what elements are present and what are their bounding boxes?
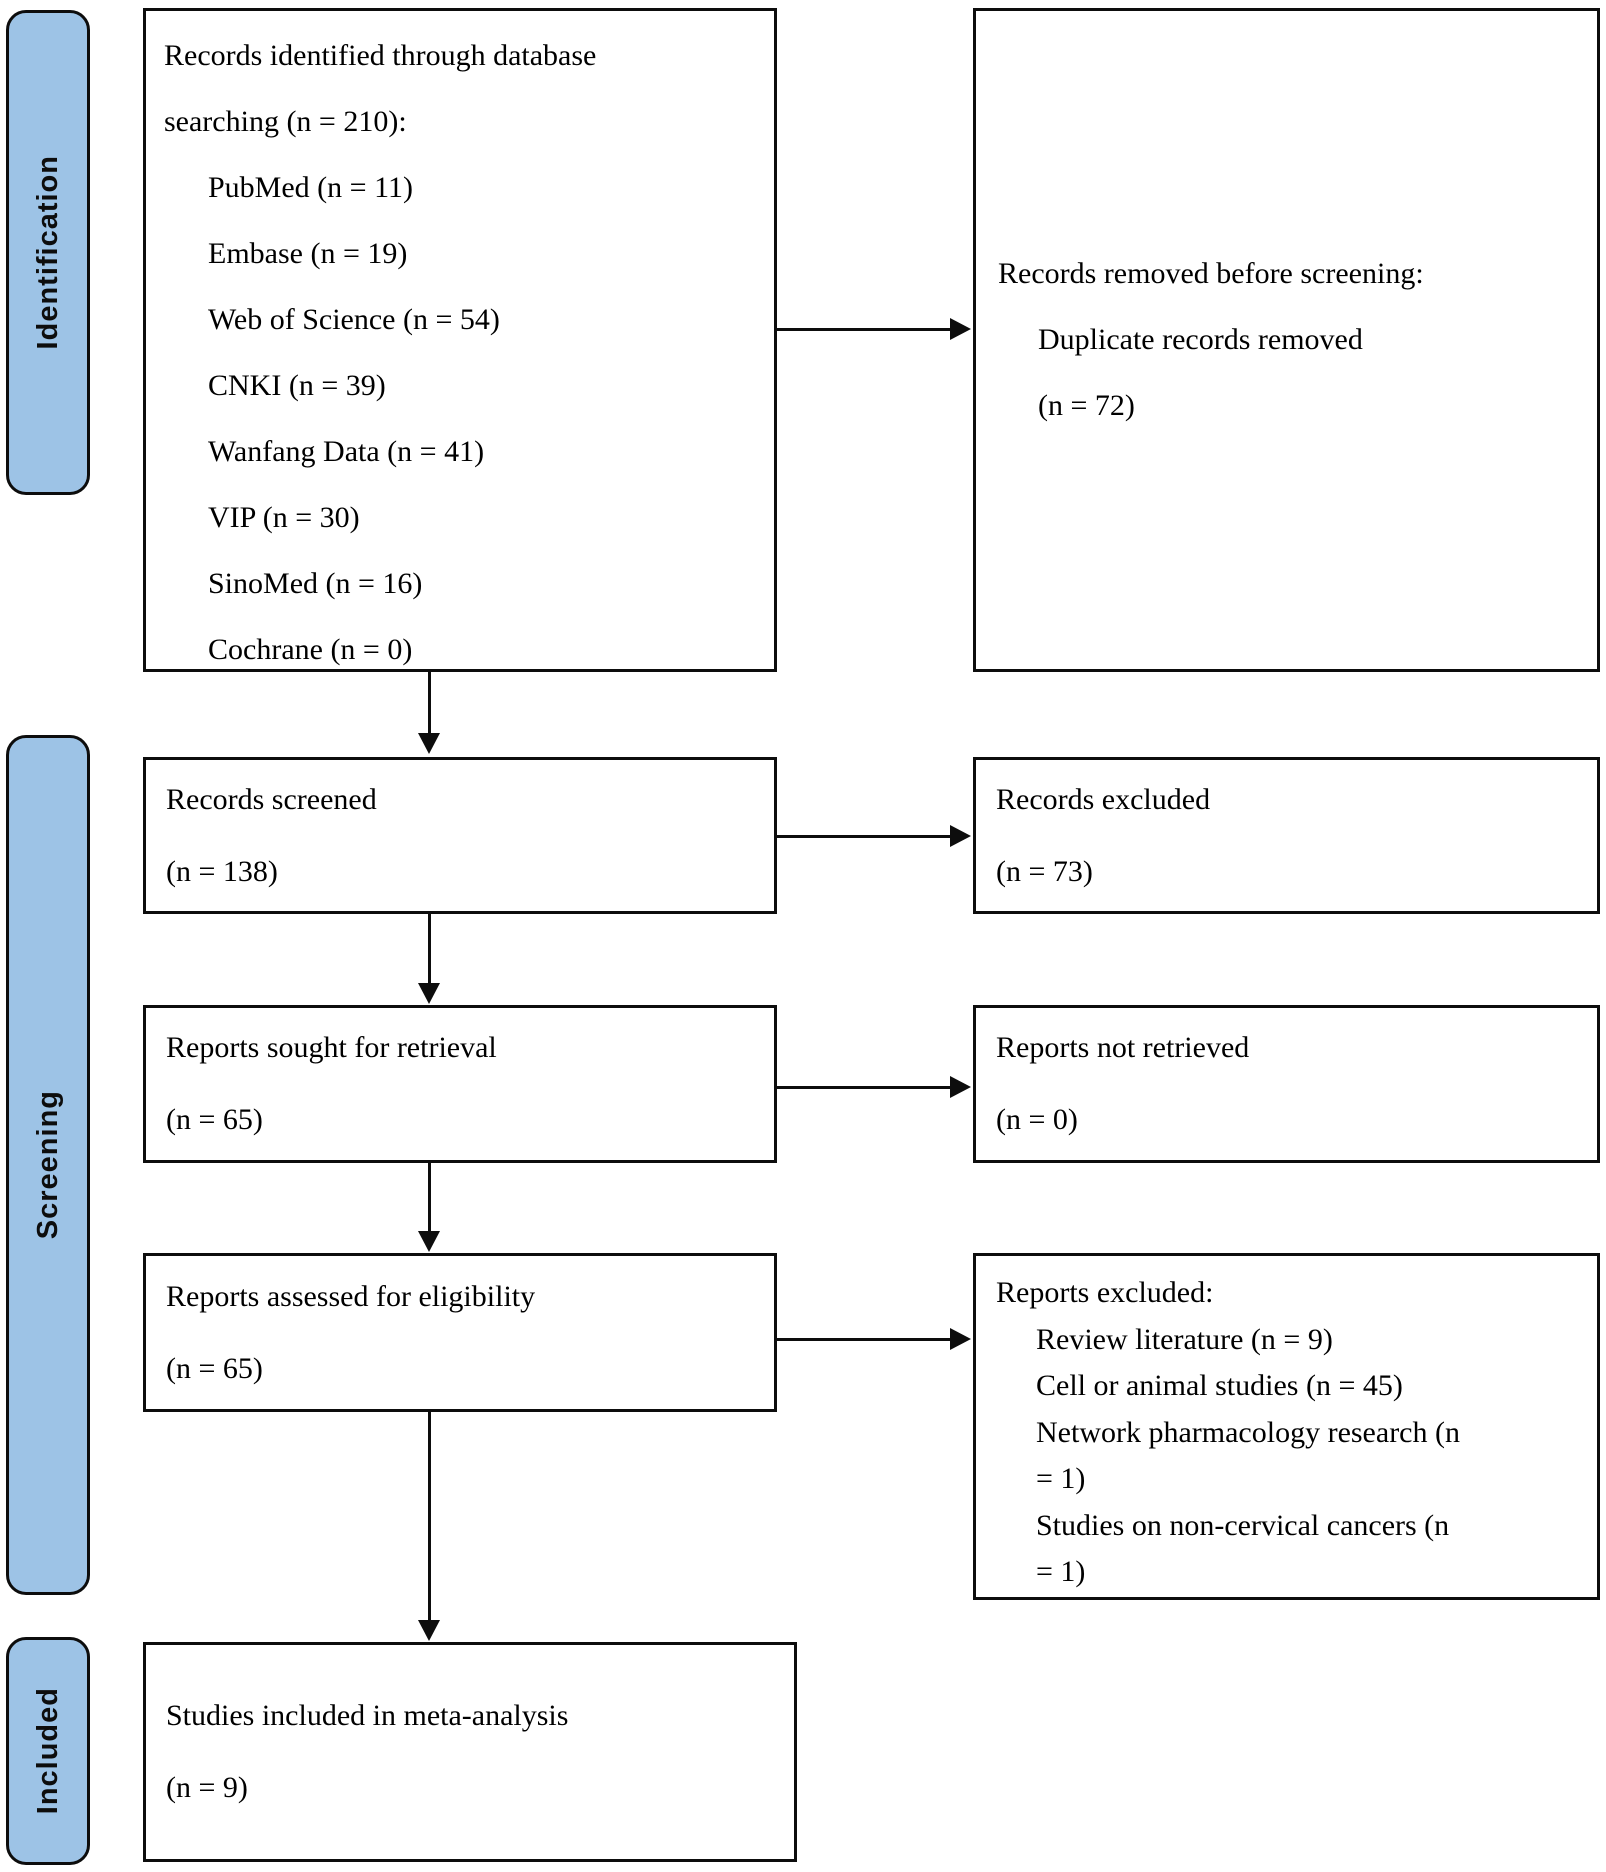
box-line: Records identified through database (164, 39, 597, 72)
arrow-screened-to-sought (418, 914, 440, 1004)
box-reports-not-retrieved: Reports not retrieved (n = 0) (973, 1005, 1600, 1163)
arrow-screened-to-excluded (777, 825, 971, 847)
arrow-identified-to-screened (418, 672, 440, 754)
database-item: Web of Science (n = 54) (208, 303, 500, 336)
count-line: (n = 0) (996, 1103, 1078, 1136)
database-item: Cochrane (n = 0) (208, 633, 413, 666)
box-records-removed-before-screening: Records removed before screening: Duplic… (973, 8, 1600, 672)
arrow-assessed-to-included (418, 1412, 440, 1641)
stage-label-identification-text: Identification (31, 155, 64, 350)
box-reports-assessed: Reports assessed for eligibility (n = 65… (143, 1253, 777, 1412)
box-line: Records removed before screening: (998, 257, 1424, 290)
exclusion-reason-wrap: = 1) (1036, 1555, 1086, 1588)
count-line: (n = 138) (166, 854, 278, 888)
stage-label-screening: Screening (6, 735, 90, 1595)
box-line: Records screened (166, 782, 377, 816)
box-line: Reports excluded: (996, 1276, 1214, 1309)
arrow-assessed-to-reports-excluded (777, 1328, 971, 1350)
box-reports-sought: Reports sought for retrieval (n = 65) (143, 1005, 777, 1163)
box-line: Reports not retrieved (996, 1031, 1250, 1064)
exclusion-reason: Network pharmacology research (n (1036, 1415, 1460, 1449)
box-studies-included: Studies included in meta-analysis (n = 9… (143, 1642, 797, 1862)
box-line: Reports sought for retrieval (166, 1031, 497, 1064)
count-line: (n = 65) (166, 1351, 263, 1385)
box-reports-excluded-reasons: Reports excluded: Review literature (n =… (973, 1253, 1600, 1600)
database-item: Wanfang Data (n = 41) (208, 435, 485, 468)
box-line: Reports assessed for eligibility (166, 1279, 536, 1313)
database-item: PubMed (n = 11) (208, 171, 413, 204)
count-line: (n = 65) (166, 1103, 263, 1136)
database-item: Embase (n = 19) (208, 237, 408, 270)
database-item: CNKI (n = 39) (208, 369, 386, 402)
box-records-excluded: Records excluded (n = 73) (973, 757, 1600, 914)
stage-label-screening-text: Screening (31, 1090, 64, 1240)
arrow-sought-to-not-retrieved (777, 1076, 971, 1098)
stage-label-identification: Identification (6, 10, 90, 495)
stage-label-included-text: Included (31, 1687, 64, 1815)
count-line: (n = 72) (1038, 389, 1135, 422)
arrow-sought-to-assessed (418, 1163, 440, 1252)
database-item: VIP (n = 30) (208, 501, 360, 534)
count-line: (n = 73) (996, 854, 1093, 888)
database-item: SinoMed (n = 16) (208, 567, 423, 600)
stage-label-included: Included (6, 1637, 90, 1865)
arrow-identified-to-removed (777, 318, 971, 340)
box-line: Duplicate records removed (1038, 323, 1363, 356)
box-records-screened: Records screened (n = 138) (143, 757, 777, 914)
count-line: (n = 9) (166, 1771, 248, 1804)
exclusion-reason: Review literature (n = 9) (1036, 1322, 1333, 1356)
exclusion-reason-wrap: = 1) (1036, 1462, 1086, 1495)
exclusion-reason: Cell or animal studies (n = 45) (1036, 1369, 1403, 1402)
box-records-identified: Records identified through database sear… (143, 8, 777, 672)
exclusion-reason: Studies on non-cervical cancers (n (1036, 1508, 1450, 1542)
box-line: searching (n = 210): (164, 105, 407, 138)
box-line: Studies included in meta-analysis (166, 1699, 569, 1732)
box-line: Records excluded (996, 782, 1211, 816)
